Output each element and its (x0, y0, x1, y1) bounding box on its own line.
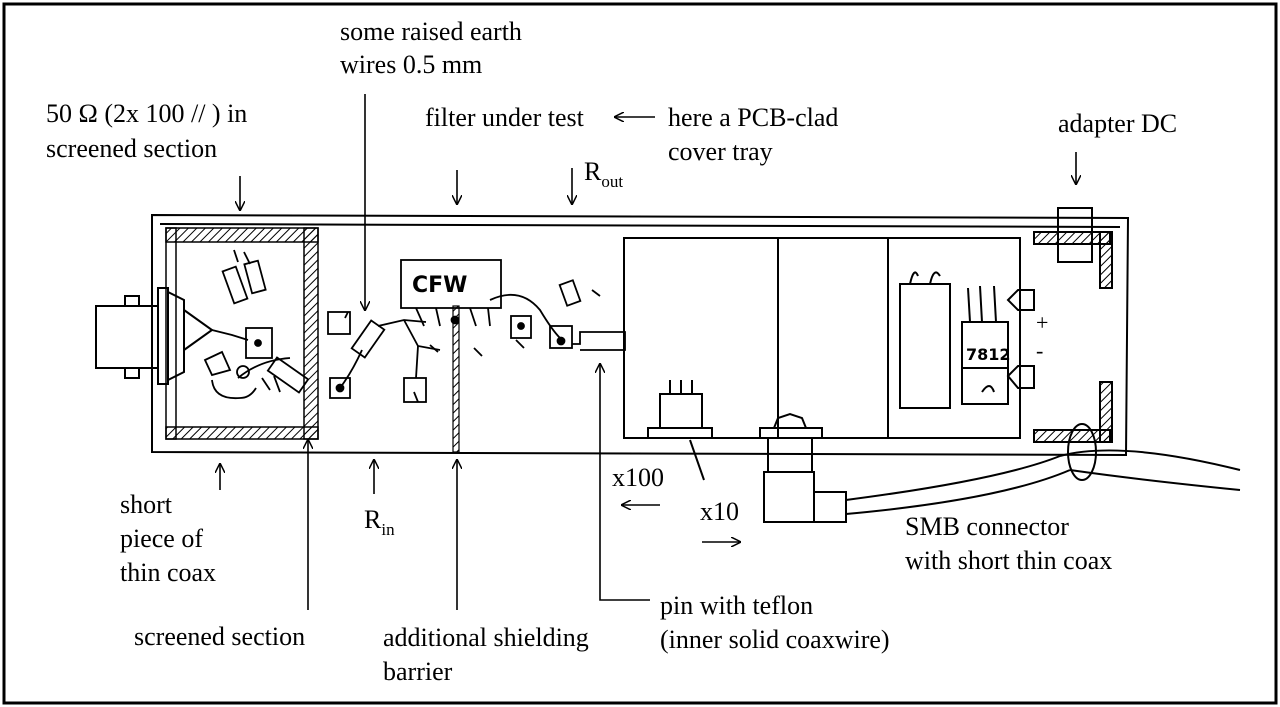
shielding-label-1: additional shielding (383, 623, 589, 652)
r-out-label: Rout (584, 157, 623, 191)
minus-sign: - (1036, 338, 1043, 363)
pin-label-1: pin with teflon (660, 591, 813, 620)
cfw-label: CFW (412, 273, 467, 298)
screened-section-box (165, 227, 319, 440)
x10-label: x10 (700, 497, 739, 526)
plus-sign: + (1036, 310, 1048, 335)
dc-adapter (1033, 207, 1113, 443)
r-out-sub: out (601, 172, 623, 191)
screened-circuit (203, 249, 310, 400)
shielding-barrier (452, 305, 460, 453)
amplifier-compartments (623, 237, 1241, 523)
adapter-dc-label: adapter DC (1058, 109, 1177, 138)
raised-earth-label-2: wires 0.5 mm (340, 50, 482, 79)
pcb-clad-label-1: here a PCB-clad (668, 103, 838, 132)
r-in-label: Rin (364, 505, 395, 539)
enclosure (151, 213, 1130, 457)
r-in-sub: in (381, 520, 395, 539)
raised-earth-label-1: some raised earth (340, 17, 522, 46)
pin-label-2: (inner solid coaxwire) (660, 625, 890, 654)
shielding-label-2: barrier (383, 657, 453, 686)
filter-under-test-label: filter under test (425, 103, 585, 132)
short-coax-label-3: thin coax (120, 558, 216, 587)
screened-section-bottom-label: screened section (134, 622, 305, 651)
screened-section-top-label: screened section (46, 134, 217, 163)
regulator-label: 7812 (966, 345, 1011, 364)
pcb-clad-label-2: cover tray (668, 137, 773, 166)
bnc-connector (95, 287, 214, 385)
smb-label-2: with short thin coax (905, 546, 1112, 575)
signal-wiring (327, 259, 626, 403)
annotation-arrows (220, 94, 1076, 610)
r-in-main: R (364, 505, 382, 534)
x100-label: x100 (612, 463, 664, 492)
short-coax-label-2: piece of (120, 524, 203, 553)
short-coax-label-1: short (120, 490, 173, 519)
impedance-label: 50 Ω (2x 100 // ) in (46, 99, 247, 128)
smb-label-1: SMB connector (905, 512, 1069, 541)
r-out-main: R (584, 157, 602, 186)
